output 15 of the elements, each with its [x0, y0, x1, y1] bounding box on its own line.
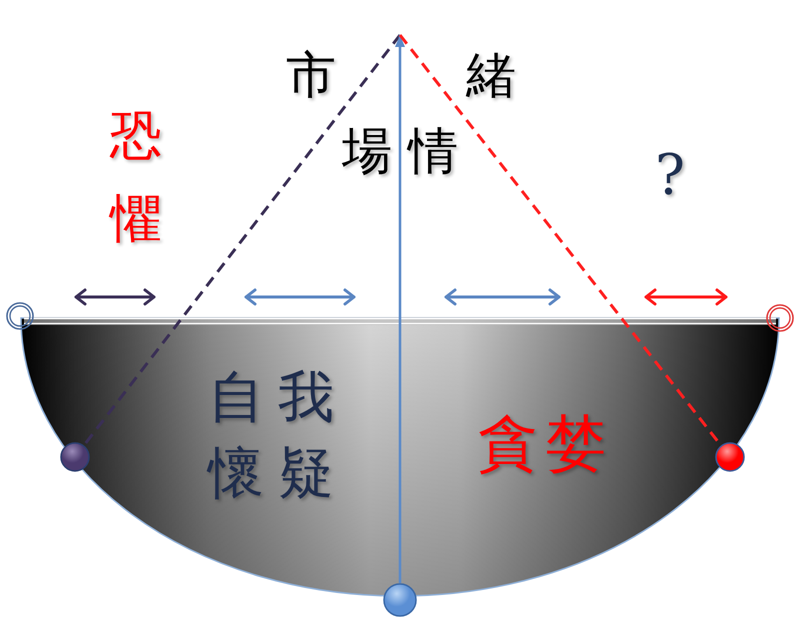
pendulum-arrow: [395, 35, 405, 583]
pendulum-bob: [715, 442, 745, 472]
ring-marker: [6, 302, 34, 330]
pendulum-string: [82, 34, 402, 446]
title-character: 緒: [466, 50, 516, 100]
title-character: 市: [286, 50, 336, 100]
emotion-label: 貪婪: [478, 414, 614, 474]
ring-marker: [766, 304, 794, 332]
bowl-shape: [20, 314, 780, 598]
emotion-label: 恐懼: [110, 105, 162, 252]
emotion-label: 自我懷疑: [208, 364, 349, 508]
title-character: 情: [408, 126, 458, 176]
pendulum-bob: [383, 583, 417, 617]
question-mark-label: ?: [655, 148, 686, 204]
title-character: 場: [342, 126, 392, 176]
